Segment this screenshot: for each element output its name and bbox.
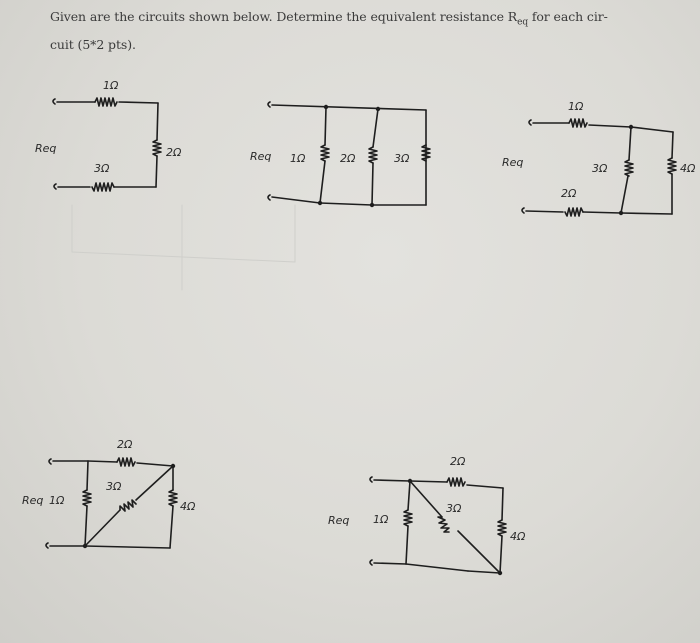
- terminal-icon: [369, 559, 373, 566]
- resistor-icon: [421, 144, 431, 162]
- resistor-icon: [94, 97, 118, 107]
- resistor-label: 4Ω: [180, 500, 196, 513]
- resistor-icon: [320, 144, 330, 162]
- circuit-2: 1Ω 2Ω 3Ω Req: [250, 101, 431, 208]
- terminal-icon: [369, 476, 373, 483]
- resistor-label: 2Ω: [117, 438, 133, 451]
- ghost-marks: [71, 204, 296, 291]
- resistor-label: 1Ω: [290, 152, 306, 165]
- resistor-label: 4Ω: [680, 162, 696, 175]
- question-line1-start: Given are the circuits shown below. Dete…: [50, 9, 518, 24]
- circuit-4: 2Ω 1Ω 3Ω 4Ω Req: [22, 438, 196, 549]
- resistor-label: 1Ω: [568, 100, 584, 113]
- circuit-3: 1Ω 3Ω 4Ω 2Ω Req: [502, 100, 696, 217]
- resistor-icon: [446, 477, 466, 487]
- resistor-icon: [667, 157, 677, 175]
- resistor-icon: [624, 159, 634, 177]
- terminal-icon: [267, 101, 271, 108]
- terminal-icon: [528, 119, 532, 126]
- resistor-icon: [119, 499, 137, 512]
- resistor-icon: [152, 139, 162, 157]
- resistor-icon: [403, 509, 413, 527]
- terminal-icon: [521, 207, 525, 214]
- req-label: Req: [22, 494, 43, 507]
- resistor-label: 3Ω: [394, 152, 410, 165]
- question-text: Given are the circuits shown below. Dete…: [50, 6, 690, 56]
- resistor-icon: [91, 182, 115, 192]
- resistor-icon: [168, 489, 178, 507]
- resistor-icon: [564, 207, 584, 217]
- terminal-icon: [52, 98, 56, 105]
- resistor-label: 1Ω: [49, 494, 65, 507]
- req-label: Req: [250, 150, 271, 163]
- resistor-icon: [497, 519, 507, 537]
- resistor-label: 2Ω: [340, 152, 356, 165]
- resistor-icon: [82, 489, 92, 507]
- question-line2: cuit (5*2 pts).: [50, 36, 136, 52]
- resistor-label: 2Ω: [166, 146, 182, 159]
- resistor-icon: [368, 146, 378, 164]
- circuit-1: 1Ω 2Ω 3Ω Req: [35, 79, 182, 192]
- resistor-label: 3Ω: [446, 502, 462, 515]
- terminal-icon: [267, 194, 271, 201]
- resistor-label: 1Ω: [103, 79, 119, 92]
- resistor-label: 3Ω: [592, 162, 608, 175]
- req-label: Req: [328, 514, 349, 527]
- terminal-icon: [53, 183, 57, 190]
- resistor-label: 2Ω: [561, 187, 577, 200]
- resistor-label: 1Ω: [373, 513, 389, 526]
- circuit-5: 2Ω 1Ω 3Ω 4Ω Req: [328, 455, 526, 576]
- resistor-label: 2Ω: [450, 455, 466, 468]
- resistor-icon: [568, 118, 588, 128]
- req-subscript: eq: [517, 17, 528, 28]
- req-label: Req: [35, 142, 56, 155]
- terminal-icon: [48, 458, 52, 465]
- req-label: Req: [502, 156, 523, 169]
- question-line1-end: for each cir-: [527, 9, 608, 24]
- terminal-icon: [45, 542, 49, 549]
- resistor-label: 3Ω: [106, 480, 122, 493]
- resistor-label: 3Ω: [94, 162, 110, 175]
- resistor-label: 4Ω: [510, 530, 526, 543]
- resistor-icon: [437, 516, 450, 533]
- resistor-icon: [116, 457, 136, 467]
